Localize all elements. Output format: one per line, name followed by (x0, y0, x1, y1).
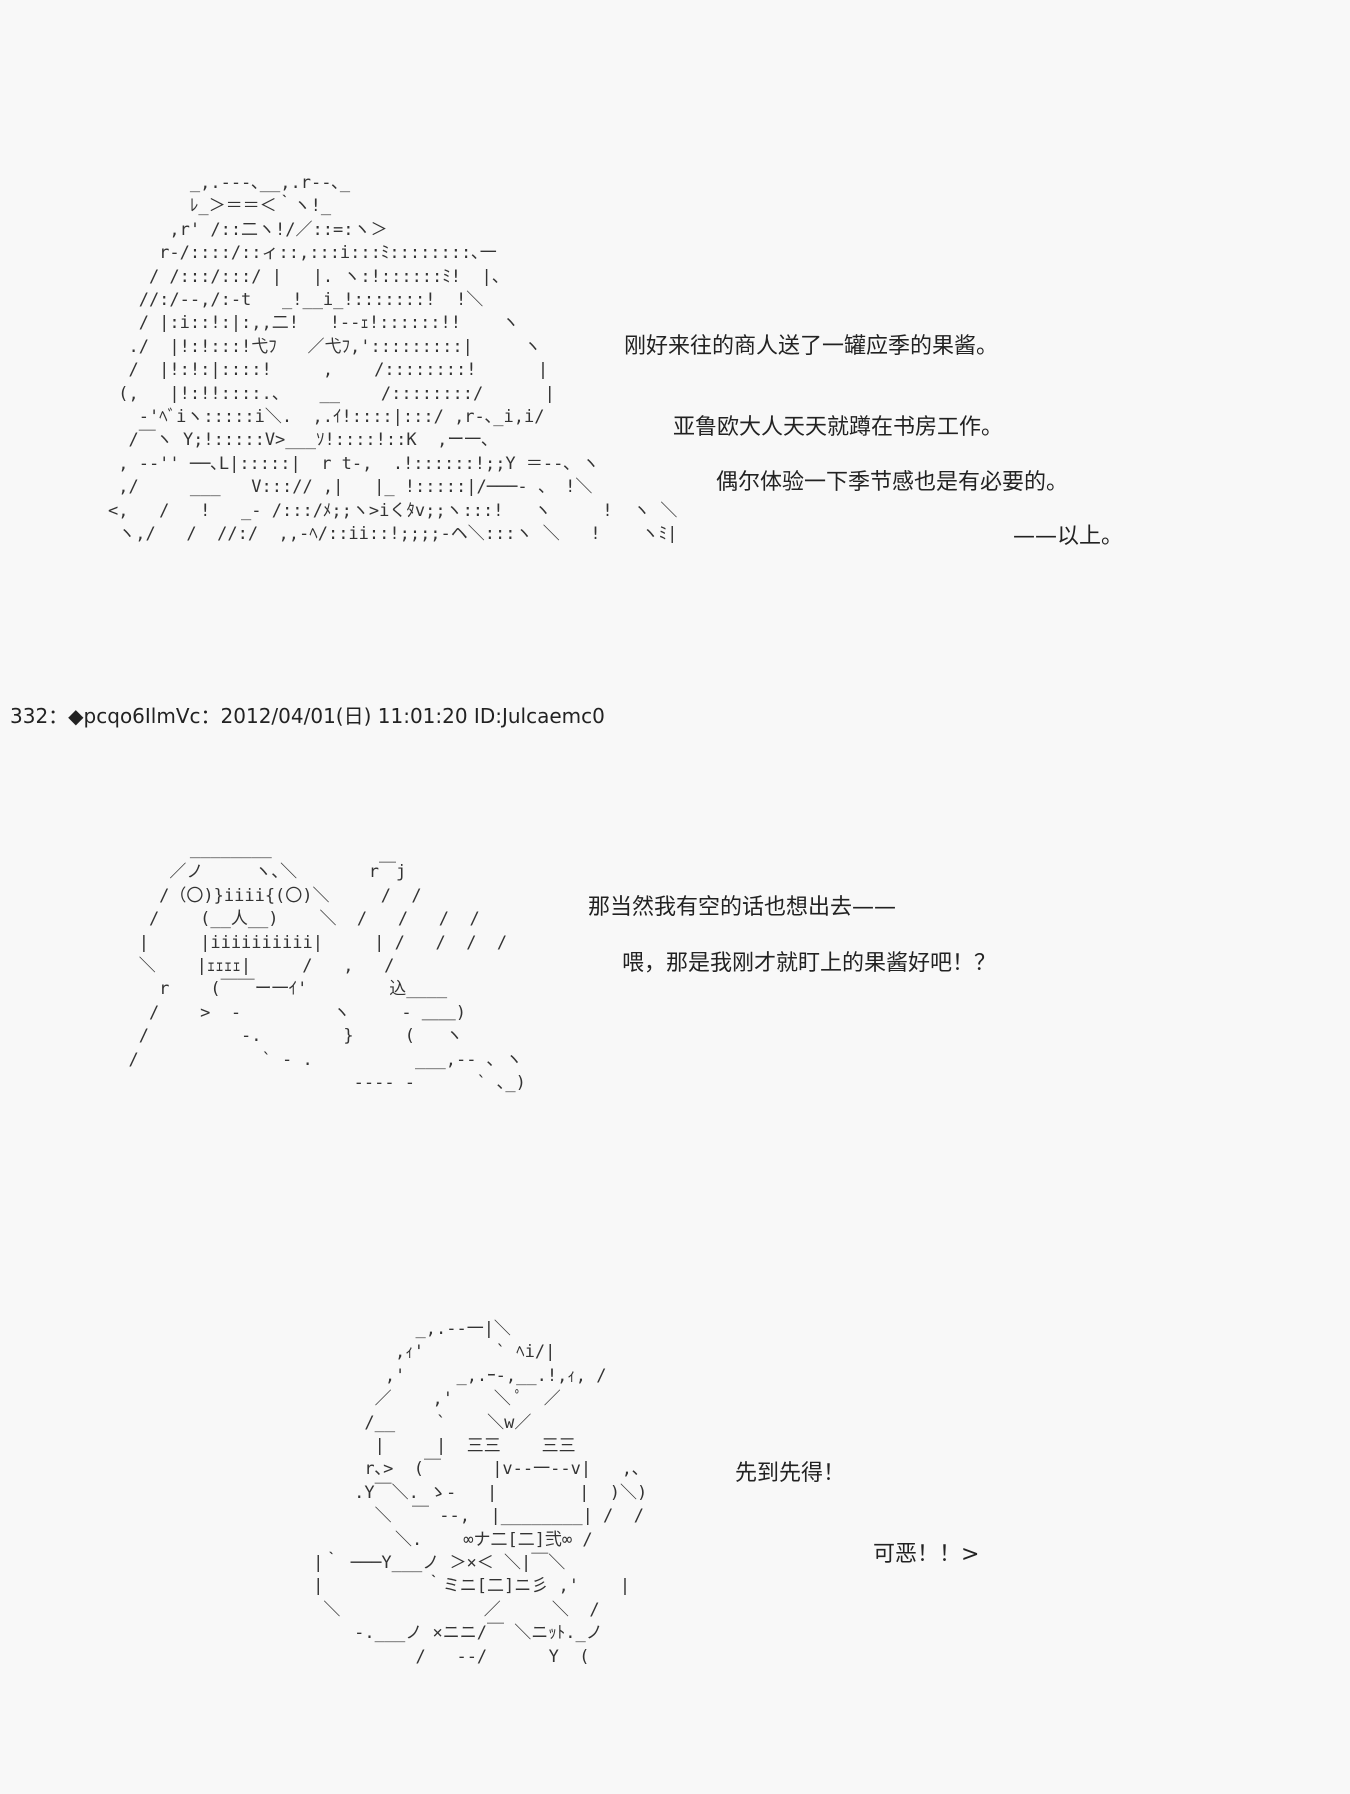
post-header: 332：◆pcqo6IlmVc：2012/04/01(日) 11:01:20 I… (10, 704, 605, 728)
ascii-art-yaruo-reaching: ________ ／ノ ヽ､＼ r￣j /（〇)}iiii{(〇)＼ / / /… (128, 839, 526, 1094)
dialogue-line: 那当然我有空的话也想出去—— (588, 895, 897, 920)
dialogue-line: 亚鲁欧大人天天就蹲在书房工作。 (673, 415, 1004, 440)
dialogue-line: 刚好来往的商人送了一罐应季的果酱。 (624, 334, 999, 359)
dialogue-line: 喂，那是我刚才就盯上的果酱好吧！？ (622, 951, 997, 976)
ascii-art-yaruo-reading: _,.-‐-､__,.r‐-､_ ﾚ_＞＝＝＜｀ヽ!_ ,r' /::二ヽ!/／… (108, 173, 678, 545)
dialogue-line: 先到先得！ (735, 1461, 846, 1486)
dialogue-line: 偶尔体验一下季节感也是有必要的。 (716, 470, 1069, 495)
ascii-art-character-laughing: _,.-‐一|＼ ,ｨ' ` ﾍi/| ,' _,.ｰ-,__.!,ｨ, / ／… (313, 1319, 648, 1667)
dialogue-line: 可恶！！> (873, 1542, 980, 1567)
dialogue-line: ——以上。 (1013, 524, 1124, 549)
